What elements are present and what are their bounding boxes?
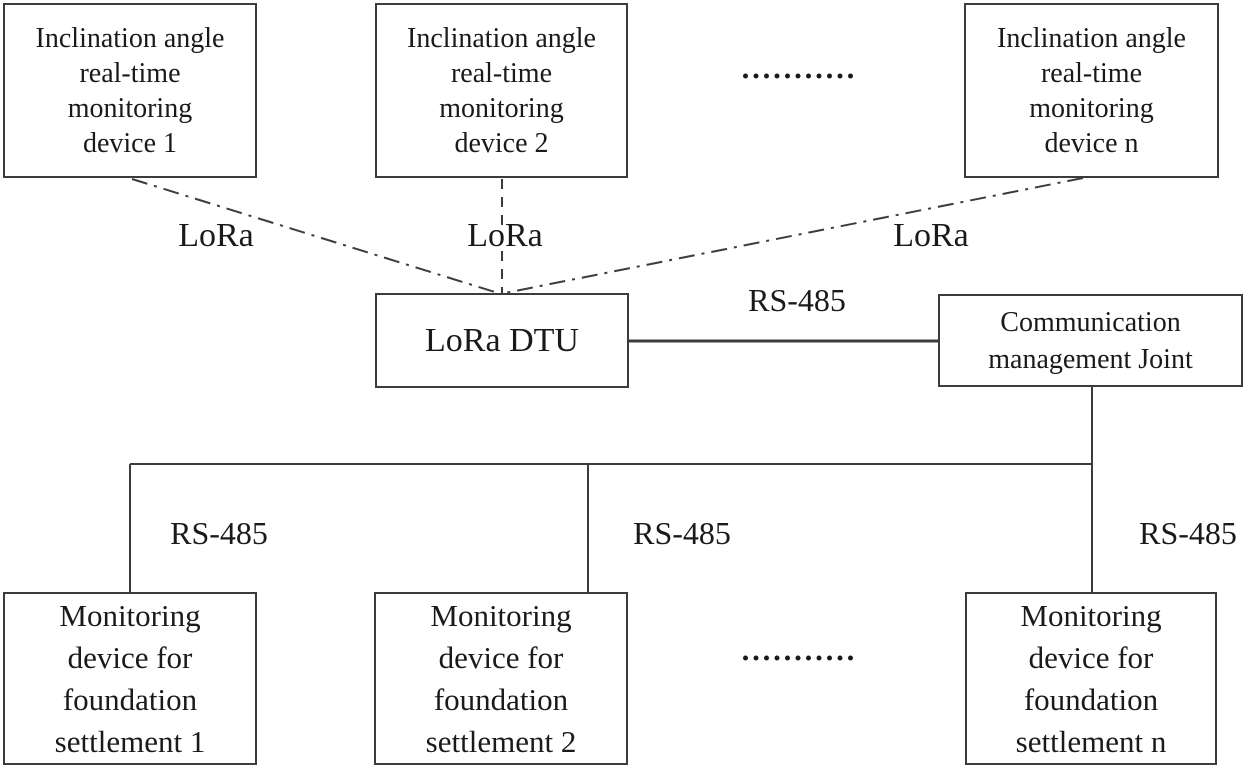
rs485-edge-label-top: RS-485 — [748, 282, 846, 318]
lora-link-devicen-line — [504, 177, 1084, 294]
inclination-device-n-box: Inclination angle real-time monitoring d… — [964, 3, 1219, 178]
communication-management-joint-box: Communication management Joint — [938, 294, 1243, 387]
lora-edge-label-3: LoRa — [893, 217, 969, 254]
lora-dtu-box: LoRa DTU — [375, 293, 629, 388]
rs485-edge-label-middle: RS-485 — [633, 515, 731, 551]
rs485-edge-label-right: RS-485 — [1139, 515, 1237, 551]
rs485-edge-label-left: RS-485 — [170, 515, 268, 551]
settlement-device-n-box: Monitoring device for foundation settlem… — [965, 592, 1217, 765]
bottom-row-ellipsis: ........... — [740, 624, 856, 670]
settlement-device-1-box: Monitoring device for foundation settlem… — [3, 592, 257, 765]
settlement-device-2-box: Monitoring device for foundation settlem… — [374, 592, 628, 765]
inclination-device-1-box: Inclination angle real-time monitoring d… — [3, 3, 257, 178]
inclination-device-2-box: Inclination angle real-time monitoring d… — [375, 3, 628, 178]
top-row-ellipsis: ........... — [740, 42, 856, 88]
lora-edge-label-1: LoRa — [178, 217, 254, 254]
lora-edge-label-2: LoRa — [467, 217, 543, 254]
